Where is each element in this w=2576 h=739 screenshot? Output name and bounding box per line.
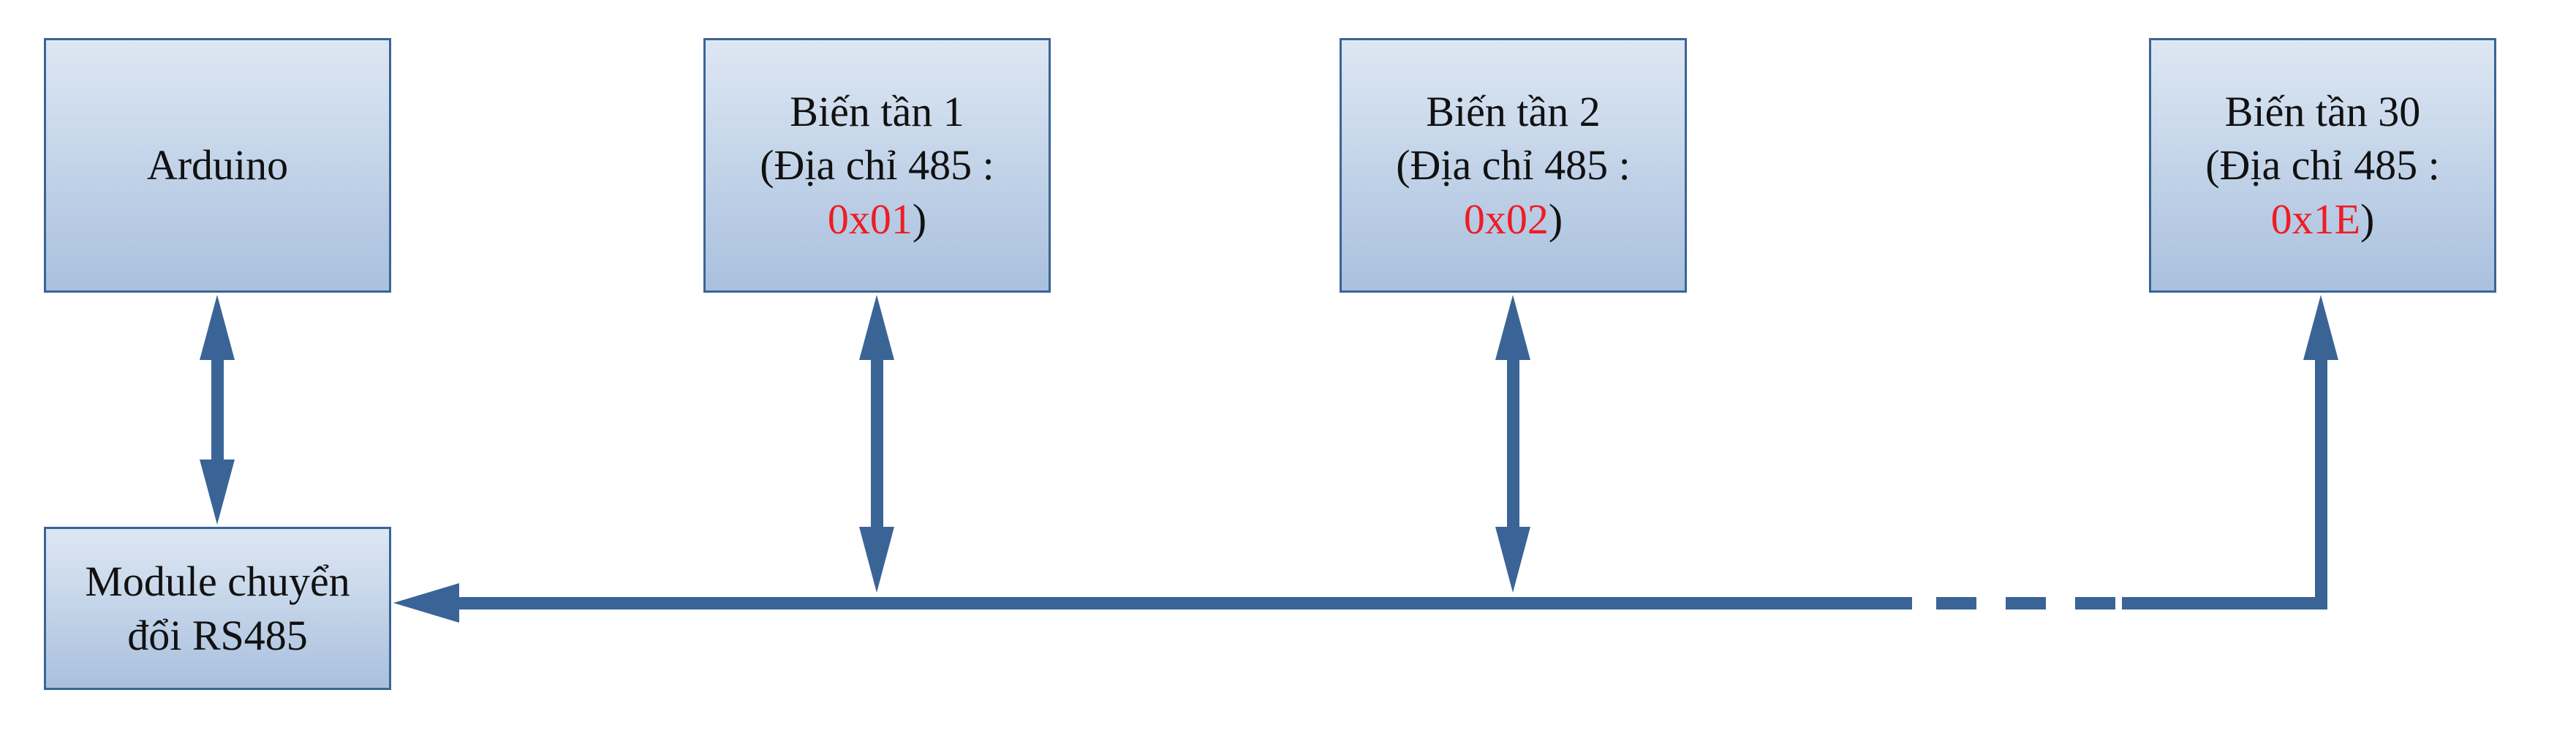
inverter-address-label: (Địa chỉ 485 : bbox=[2205, 141, 2440, 190]
inverter-name: Biến tần 30 bbox=[2224, 87, 2421, 135]
module-label-line1: Module chuyển bbox=[85, 557, 350, 605]
inverter-address-close: ) bbox=[912, 195, 927, 243]
inverter-2-arrow bbox=[1495, 295, 1530, 593]
arduino-box: Arduino bbox=[44, 38, 391, 293]
inverter-address-value: 0x02 bbox=[1463, 195, 1549, 243]
inverter-address-close: ) bbox=[1548, 195, 1563, 243]
inverter-address-close: ) bbox=[2360, 195, 2375, 243]
inverter-address-line: 0x1E) bbox=[2271, 192, 2375, 247]
module-label-line2: đổi RS485 bbox=[127, 611, 308, 659]
inverter-address-label: (Địa chỉ 485 : bbox=[1396, 141, 1631, 190]
rs485-bus bbox=[393, 583, 2327, 623]
arduino-module-arrow bbox=[200, 295, 235, 525]
inverter-30-arrow bbox=[2303, 295, 2338, 606]
arduino-label: Arduino bbox=[146, 141, 289, 190]
inverter-name: Biến tần 2 bbox=[1426, 87, 1601, 135]
inverter-30-box: Biến tần 30 (Địa chỉ 485 : 0x1E) bbox=[2149, 38, 2496, 293]
inverter-address-value: 0x1E bbox=[2270, 195, 2361, 243]
inverter-1-box: Biến tần 1 (Địa chỉ 485 : 0x01) bbox=[703, 38, 1051, 293]
inverter-address-value: 0x01 bbox=[827, 195, 913, 243]
inverter-1-arrow bbox=[859, 295, 894, 593]
inverter-name: Biến tần 1 bbox=[790, 87, 964, 135]
rs485-module-box: Module chuyển đổi RS485 bbox=[44, 527, 391, 690]
inverter-2-box: Biến tần 2 (Địa chỉ 485 : 0x02) bbox=[1340, 38, 1687, 293]
inverter-address-line: 0x02) bbox=[1464, 192, 1563, 247]
inverter-address-line: 0x01) bbox=[828, 192, 926, 247]
inverter-address-label: (Địa chỉ 485 : bbox=[760, 141, 994, 190]
